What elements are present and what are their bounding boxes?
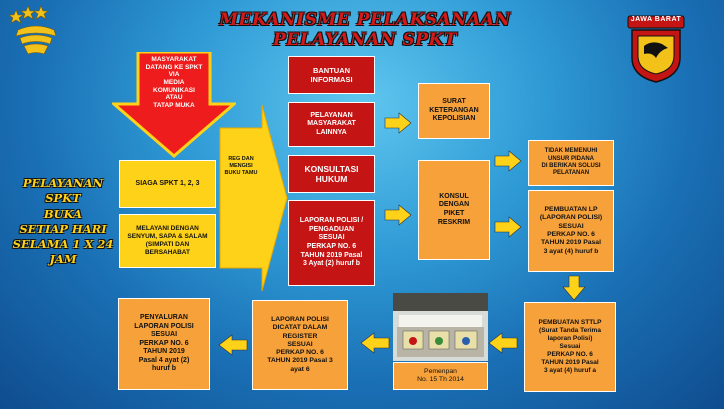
arrow-to-sttlp (562, 275, 586, 301)
service-bantuan-informasi: BANTUAN INFORMASI (288, 56, 375, 94)
down-arrow-text: MASYARAKAT DATANG KE SPKT VIA MEDIA KOMU… (145, 56, 203, 109)
police-emblem-icon (8, 5, 57, 55)
tidak-memenuhi-box: TIDAK MEMENUHI UNSUR PIDANA DI BERIKAN S… (528, 140, 614, 186)
logo-caption: JAWA BARAT (630, 16, 682, 23)
arrow-to-surat (384, 112, 412, 134)
surat-keterangan-box: SURAT KETERANGAN KEPOLISIAN (418, 83, 490, 139)
service-laporan-polisi: LAPORAN POLISI / PENGADUAN SESUAI PERKAP… (288, 200, 375, 286)
arrow-photo-to-dicatat (360, 332, 390, 354)
photo-caption: Pemenpan No. 15 Th 2014 (393, 362, 488, 390)
konsul-piket-box: KONSUL DENGAN PIKET RESKRIM (418, 160, 490, 260)
penyaluran-laporan-box: PENYALURAN LAPORAN POLISI SESUAI PERKAP … (118, 298, 210, 390)
register-arrow-text: REG DAN MENGISI BUKU TAMU (224, 156, 258, 176)
register-laporan-box: LAPORAN POLISI DICATAT DALAM REGISTER SE… (252, 300, 348, 390)
arrow-to-pembuatan-lp (494, 216, 522, 238)
polda-jabar-logo-icon (627, 15, 685, 83)
arrow-to-konsul (384, 204, 412, 226)
office-photo (393, 293, 488, 361)
pembuatan-sttlp-box: PEMBUATAN STTLP (Surat Tanda Terima lapo… (524, 302, 616, 392)
service-konsultasi-hukum: KONSULTASI HUKUM (288, 155, 375, 193)
arrow-to-tidak (494, 150, 522, 172)
service-hours-text: PELAYANAN SPKT BUKA SETIAP HARI SELAMA 1… (12, 176, 114, 267)
page-title: MEKANISME PELAKSANAAN PELAYANAN SPKT (219, 10, 511, 50)
register-arrow (219, 104, 288, 292)
service-pelayanan-masyarakat: PELAYANAN MASYARAKAT LAINNYA (288, 102, 375, 147)
siaga-box: SIAGA SPKT 1, 2, 3 (119, 160, 216, 208)
arrow-sttlp-to-photo (488, 332, 518, 354)
down-arrow (112, 52, 236, 158)
arrow-dicatat-to-penyaluran (218, 334, 248, 356)
pembuatan-lp-box: PEMBUATAN LP (LAPORAN POLISI) SESUAI PER… (528, 190, 614, 272)
melayani-box: MELAYANI DENGAN SENYUM, SAPA & SALAM (SI… (119, 214, 216, 268)
